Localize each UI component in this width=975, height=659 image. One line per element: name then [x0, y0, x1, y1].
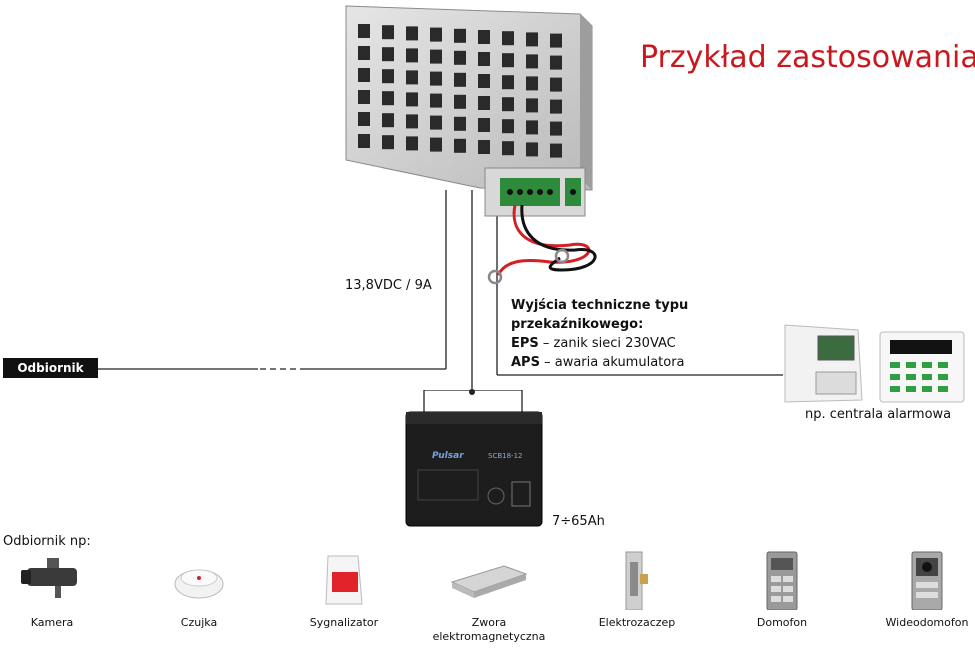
psu-vent-slot [502, 75, 514, 90]
psu-vent-slot [550, 55, 562, 70]
device-label: Elektrozaczep [598, 616, 676, 629]
psu-vent-slot [502, 53, 514, 68]
psu-vent-slot [478, 52, 490, 66]
psu-vent-slot [526, 54, 538, 69]
receiver-tag: Odbiornik [3, 358, 98, 378]
device-siren: Sygnalizator [284, 548, 404, 630]
intercom-icon [766, 551, 798, 610]
alarm-panel-label: np. centrala alarmowa [805, 407, 952, 422]
device-label: Kamera [30, 616, 74, 629]
psu-vent-slot [526, 120, 538, 135]
psu-vent-slot [382, 113, 394, 128]
eps-description: – zanik sieci 230VAC [542, 336, 676, 351]
video-intercom-icon [911, 551, 943, 610]
psu-vent-slot [358, 134, 370, 148]
device-electric-strike: Elektrozaczep [577, 548, 697, 630]
smoke-detector-icon [174, 569, 224, 599]
psu-vent-slot [454, 138, 466, 153]
electric-strike-icon [625, 551, 648, 610]
diagram-title: Przykład zastosowania [640, 40, 975, 75]
psu-vent-slot [478, 30, 490, 44]
device-intercom: Domofon [722, 548, 842, 630]
psu-vent-slot [382, 69, 394, 84]
psu-vent-slot [454, 94, 466, 109]
psu-vent-slot [478, 118, 490, 132]
device-label: Sygnalizator [309, 616, 379, 629]
psu-vent-slot [454, 28, 466, 43]
psu-vent-slot [550, 121, 562, 136]
eps-code: EPS [511, 336, 539, 351]
device-label: Czujka [180, 616, 218, 629]
aps-description: – awaria akumulatora [544, 355, 685, 370]
eps-line: EPS – zanik sieci 230VAC [511, 334, 711, 353]
outputs-heading: Wyjścia techniczne typu przekaźnikowego: [511, 298, 689, 332]
psu-vent-slot [550, 77, 562, 92]
camera-icon [21, 558, 77, 598]
device-magnetic-lock: Zwora elektromagnetyczna [429, 548, 549, 644]
psu-vent-slot [406, 136, 418, 151]
battery-brand: Pulsar [432, 451, 464, 461]
psu-vent-slot [430, 93, 442, 108]
device-video-intercom: Wideodomofon [867, 548, 975, 630]
psu-vent-slot [406, 26, 418, 41]
psu-vent-slot [478, 74, 490, 88]
psu-vent-slot [406, 48, 418, 63]
psu-vent-slot [502, 31, 514, 46]
psu-vent-slot [502, 141, 514, 156]
psu-vent-slot [454, 50, 466, 65]
psu-vent-slot [382, 25, 394, 40]
psu-vent-slot [382, 47, 394, 62]
psu-vent-slot [430, 71, 442, 86]
alarm-panel-image [784, 324, 965, 403]
device-label: Zwora elektromagnetyczna [432, 616, 546, 643]
psu-vent-slot [502, 119, 514, 134]
psu-vent-slot [406, 92, 418, 107]
device-label: Domofon [756, 616, 808, 629]
psu-vent-slot [358, 24, 370, 38]
psu-vent-slot [358, 90, 370, 104]
psu-vent-slot [430, 49, 442, 64]
psu-vent-slot [478, 96, 490, 110]
psu-vent-slot [550, 33, 562, 48]
psu-vent-slot [478, 140, 490, 154]
psu-vent-slot [430, 115, 442, 130]
battery-model: SCB18-12 [488, 452, 522, 460]
psu-vent-slot [526, 32, 538, 47]
device-smoke-detector: Czujka [139, 548, 259, 630]
psu-vent-slot [430, 137, 442, 152]
psu-vent-slot [430, 27, 442, 42]
output-voltage-label: 13,8VDC / 9A [345, 278, 432, 293]
psu-vent-slot [454, 72, 466, 87]
aps-code: APS [511, 355, 540, 370]
psu-vent-slot [526, 142, 538, 157]
battery-capacity-label: 7÷65Ah [552, 514, 605, 529]
psu-vent-slot [550, 99, 562, 114]
device-camera: Kamera [0, 548, 112, 630]
devices-heading: Odbiornik np: [3, 534, 91, 549]
psu-vent-slot [526, 98, 538, 113]
psu-vent-slot [454, 116, 466, 131]
psu-vent-slot [382, 135, 394, 150]
psu-vent-slot [526, 76, 538, 91]
technical-outputs-description: Wyjścia techniczne typu przekaźnikowego:… [511, 296, 711, 372]
psu-vent-slot [502, 97, 514, 112]
battery-image: Pulsar SCB18-12 [405, 390, 543, 527]
psu-vent-slot [358, 112, 370, 126]
psu-vent-slot [358, 46, 370, 60]
aps-line: APS – awaria akumulatora [511, 353, 711, 372]
psu-vent-slot [550, 143, 562, 158]
siren-icon [325, 555, 363, 605]
device-label: Wideodomofon [885, 616, 969, 629]
psu-vent-slot [382, 91, 394, 106]
psu-vent-slot [406, 114, 418, 129]
magnetic-lock-icon [450, 565, 528, 598]
power-supply-unit [345, 5, 597, 285]
psu-vent-slot [406, 70, 418, 85]
psu-vent-slot [358, 68, 370, 82]
